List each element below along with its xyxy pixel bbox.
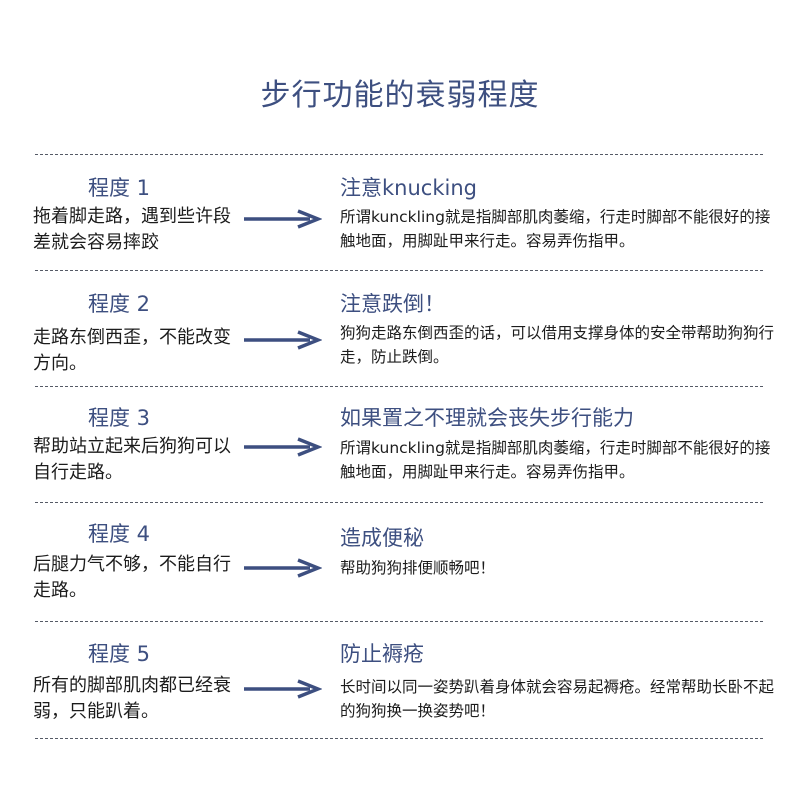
level-label: 程度 1 bbox=[88, 176, 151, 200]
arrow-right-icon bbox=[244, 330, 322, 350]
advice-description: 帮助狗狗排便顺畅吧！ bbox=[340, 559, 496, 577]
level-label: 程度 2 bbox=[88, 292, 151, 316]
divider bbox=[35, 621, 763, 622]
advice-heading: 造成便秘 bbox=[340, 526, 424, 550]
advice-description: 所谓kunckling就是指脚部肌肉萎缩，行走时脚部不能很好的接触地面，用脚趾甲… bbox=[340, 208, 771, 250]
condition-text: 走路东倒西歪，不能改变方向。 bbox=[33, 327, 231, 374]
divider bbox=[35, 738, 763, 739]
divider bbox=[35, 386, 763, 387]
condition-text: 后腿力气不够，不能自行走路。 bbox=[33, 554, 231, 601]
level-label: 程度 5 bbox=[88, 642, 151, 666]
page-title: 步行功能的衰弱程度 bbox=[260, 78, 540, 113]
divider bbox=[35, 502, 763, 503]
advice-heading: 防止褥疮 bbox=[340, 642, 424, 666]
divider bbox=[35, 154, 763, 155]
arrow-right-icon bbox=[244, 209, 322, 229]
arrow-right-icon bbox=[244, 679, 322, 699]
level-label: 程度 4 bbox=[88, 522, 151, 546]
advice-heading: 如果置之不理就会丧失步行能力 bbox=[340, 406, 634, 430]
advice-description: 长时间以同一姿势趴着身体就会容易起褥疮。经常帮助长卧不起的狗狗换一换姿势吧！ bbox=[340, 678, 775, 720]
divider bbox=[35, 270, 763, 271]
advice-heading: 注意跌倒！ bbox=[340, 292, 445, 316]
condition-text: 所有的脚部肌肉都已经衰弱，只能趴着。 bbox=[33, 675, 231, 722]
arrow-right-icon bbox=[244, 437, 322, 457]
condition-text: 帮助站立起来后狗狗可以自行走路。 bbox=[33, 436, 231, 483]
level-label: 程度 3 bbox=[88, 406, 151, 430]
arrow-right-icon bbox=[244, 558, 322, 578]
condition-text: 拖着脚走路，遇到些许段差就会容易摔跤 bbox=[33, 206, 231, 253]
advice-heading: 注意knucking bbox=[340, 176, 477, 200]
advice-description: 狗狗走路东倒西歪的话，可以借用支撑身体的安全带帮助狗狗行走，防止跌倒。 bbox=[340, 324, 775, 366]
advice-description: 所谓kunckling就是指脚部肌肉萎缩，行走时脚部不能很好的接触地面，用脚趾甲… bbox=[340, 439, 771, 481]
